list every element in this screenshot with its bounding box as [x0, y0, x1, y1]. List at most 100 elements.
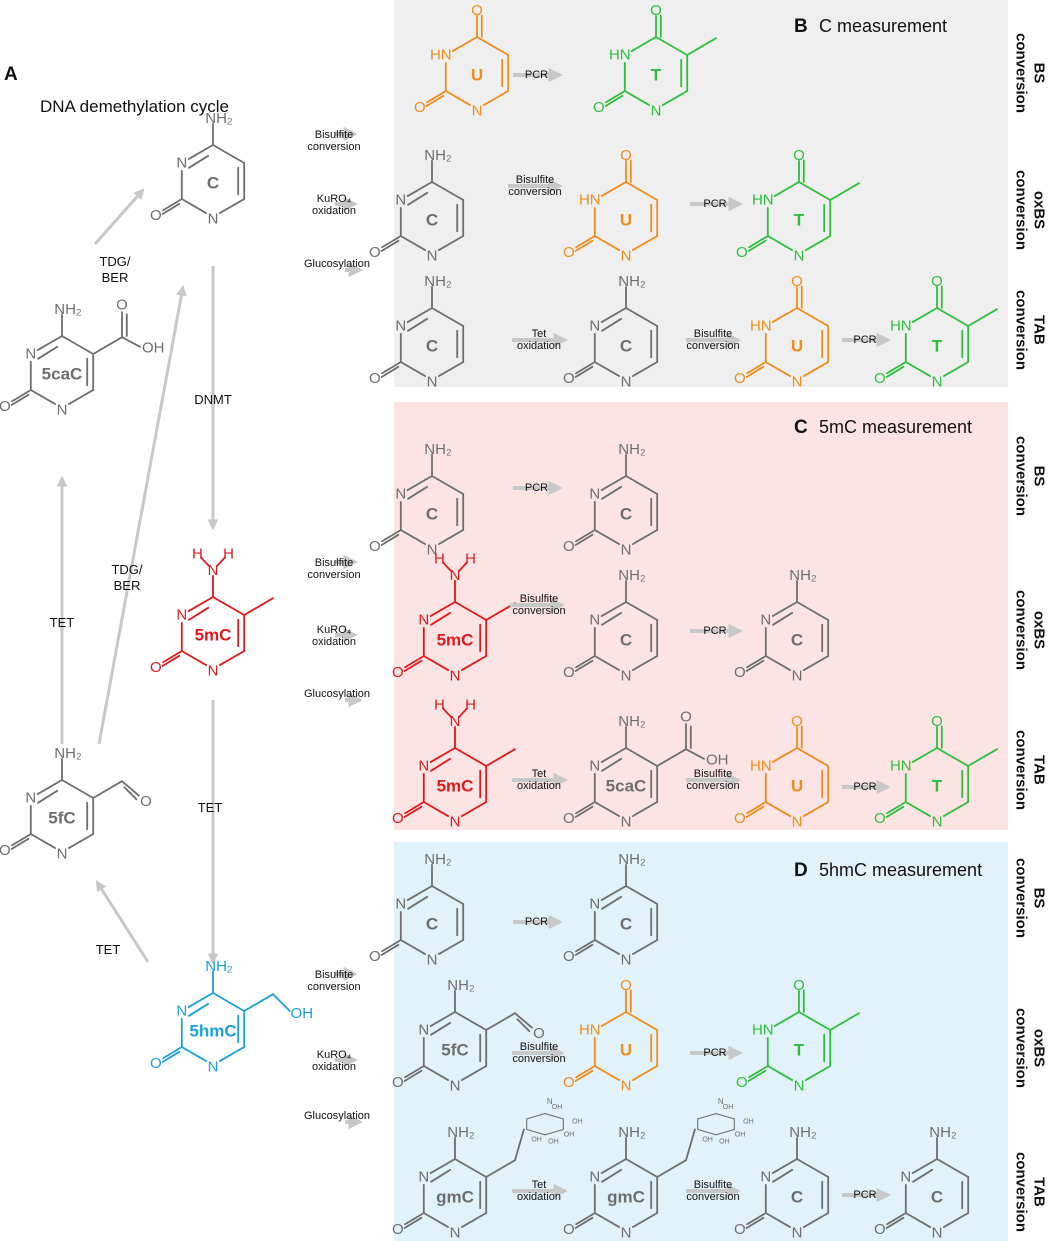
bond [625, 601, 659, 621]
atom-o2: O [874, 1221, 886, 1238]
atom-n1: N [427, 374, 438, 391]
bond [804, 235, 832, 251]
bond [764, 801, 792, 817]
atom-n1: N [472, 103, 483, 120]
atom-o: O [680, 708, 692, 725]
nh-bond [442, 561, 452, 572]
base-label: 5fC [48, 809, 75, 828]
base-label: U [791, 337, 803, 356]
panel-b-background [394, 0, 1008, 387]
pcr-c-oxbs-label: PCR [703, 625, 726, 637]
atom-o2: O [0, 842, 11, 859]
atom-o2: O [734, 1221, 746, 1238]
bond [187, 992, 214, 1008]
atom-o2: O [392, 810, 404, 827]
bond [625, 475, 659, 495]
pcr-b-bs-label: PCR [525, 69, 548, 81]
double-bond [601, 611, 623, 626]
atom-oh-small: OH [735, 1132, 746, 1139]
row-label-conversion: conversion [1013, 290, 1030, 370]
bond [406, 885, 433, 901]
row-label-conversion: conversion [1013, 436, 1030, 516]
double-bond [601, 895, 623, 910]
tet-d-tab-line1: Tet [532, 1179, 547, 1191]
row-label-method: oxBS [1031, 611, 1048, 649]
carbonyl-bond [746, 361, 766, 375]
carbonyl-bond [161, 202, 181, 215]
formyl-bond [485, 1012, 516, 1031]
atom-n1: N [57, 402, 68, 419]
double-bond [188, 606, 210, 621]
atom-n1: N [932, 1225, 943, 1241]
atom-o2: O [369, 948, 381, 965]
carbonyl-bond [575, 361, 595, 375]
tet-c-tab-line1: Tet [532, 768, 547, 780]
atom-n3: N [395, 486, 406, 503]
atom-o: O [533, 1025, 545, 1042]
tet-arrow-5hmc-5fc [95, 880, 150, 963]
bond [406, 181, 433, 197]
carbonyl-bond [745, 805, 765, 818]
panel-a-letter: A [4, 64, 18, 85]
atom-n1: N [57, 846, 68, 863]
carbonyl-bond [426, 90, 446, 104]
pcr-d-oxbs-label: PCR [703, 1047, 726, 1059]
atom-o2: O [563, 948, 575, 965]
atom-n3: N [176, 1003, 187, 1020]
bond [631, 1065, 659, 1081]
bond [67, 833, 95, 849]
atom-n3: N [760, 612, 771, 629]
atom-n3: N [589, 318, 600, 335]
carbonyl-bond [605, 90, 625, 104]
atom-nh2: NH₂ [929, 1124, 957, 1141]
bond [67, 389, 95, 405]
atom-o2: O [593, 99, 605, 116]
tdg-ber-label-1b: BER [102, 270, 129, 285]
tet-label-2: TET [198, 800, 223, 815]
carbonyl-bond [404, 1065, 424, 1079]
bond [431, 885, 465, 905]
carbonyl-bond [380, 533, 400, 546]
atom-o2: O [392, 1074, 404, 1091]
formyl-bond [123, 786, 138, 801]
bond [476, 36, 510, 56]
atom-o2: O [369, 538, 381, 555]
atom-o2: O [150, 1055, 162, 1072]
row-label-method: oxBS [1031, 1029, 1048, 1067]
carbonyl-bond [11, 833, 31, 847]
carbonyl-bond [161, 654, 181, 667]
double-bond [772, 611, 794, 626]
tdg-ber-label-2b: BER [114, 578, 141, 593]
atom-n3: N [395, 896, 406, 913]
bond [802, 1212, 830, 1228]
carboxyl-bond [121, 336, 141, 348]
carbonyl-bond [747, 239, 767, 252]
carbonyl-bond [886, 801, 906, 815]
carbonyl-bond [10, 393, 30, 406]
bond [936, 747, 970, 767]
carbonyl-bond [574, 365, 594, 378]
atom-n-small: N [718, 1097, 724, 1106]
atom-n3: N [589, 896, 600, 913]
carbonyl-bond [380, 943, 400, 956]
bond [936, 307, 970, 327]
atom-hn3: HN [750, 758, 772, 775]
atom-nh2: NH₂ [424, 147, 452, 164]
bond [631, 939, 659, 955]
bond [771, 1158, 798, 1174]
bond [631, 529, 659, 545]
atom-n3: N [395, 318, 406, 335]
base-label: C [791, 631, 803, 650]
atom-nh2: NH₂ [447, 977, 475, 994]
bond [661, 90, 689, 106]
bond [804, 1065, 832, 1081]
carbonyl-bond [574, 1069, 594, 1082]
tdg-ber-label-2: TDG/ [111, 562, 142, 577]
bond [36, 779, 63, 795]
bond [429, 601, 456, 617]
bond [936, 1158, 970, 1178]
bond [802, 801, 830, 817]
row-label-method: TAB [1031, 755, 1048, 785]
